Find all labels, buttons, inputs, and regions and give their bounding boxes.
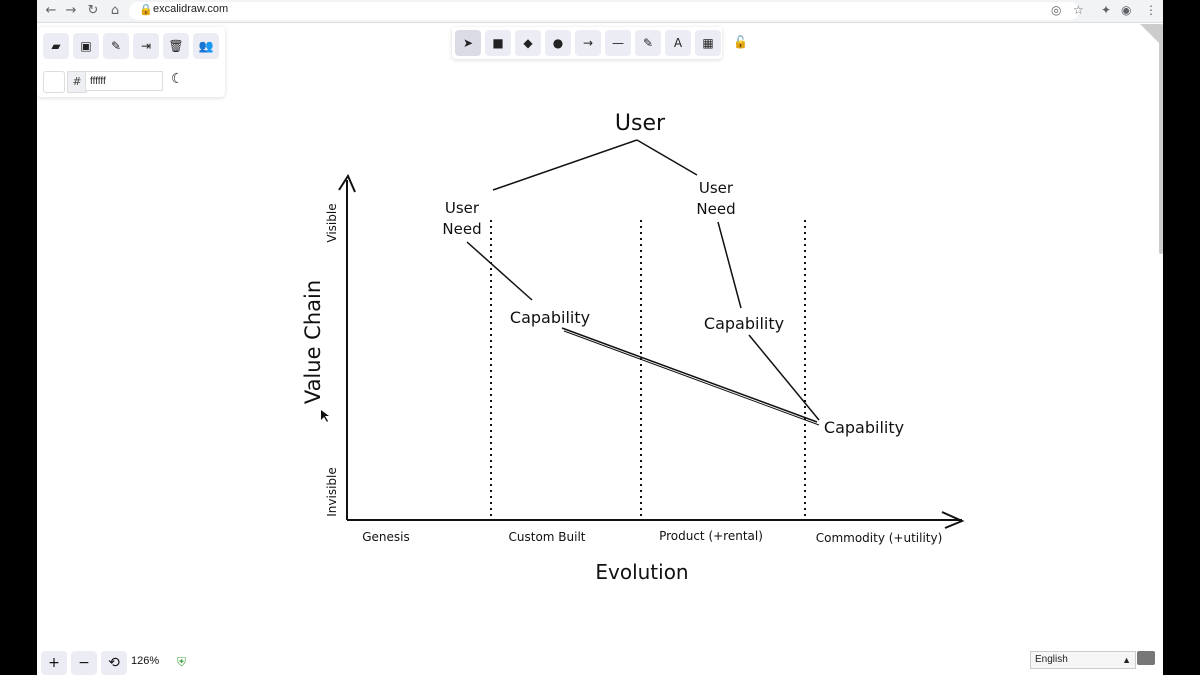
- lock-icon: 🔒: [139, 3, 153, 16]
- capability-product: Capability: [704, 314, 784, 333]
- scrollbar[interactable]: [1159, 24, 1163, 254]
- extensions-icon[interactable]: ✦: [1101, 3, 1112, 17]
- more-icon[interactable]: ⋮: [1145, 3, 1157, 17]
- browser-toolbar: ← → ↻ ⌂ 🔒 excalidraw.com ◎ ☆ ✦ ◉ ⋮: [37, 0, 1163, 23]
- background-color-swatch[interactable]: [43, 71, 65, 93]
- link-need-cap-right: [717, 221, 742, 309]
- evolution-label: Evolution: [595, 560, 688, 584]
- forward-icon[interactable]: →: [65, 3, 77, 18]
- link-cap-right-commodity: [748, 334, 820, 421]
- user-need-right-line1: User: [699, 179, 734, 197]
- lock-tool-icon[interactable]: 🔓: [733, 35, 748, 49]
- open-icon[interactable]: ▰: [43, 33, 69, 59]
- user-need-left-line1: User: [445, 199, 480, 217]
- visible-label: Visible: [325, 203, 339, 242]
- language-label: English: [1035, 654, 1068, 665]
- capability-commodity: Capability: [824, 418, 904, 437]
- star-icon[interactable]: ☆: [1073, 3, 1084, 17]
- zoom-in-button[interactable]: +: [41, 651, 67, 675]
- value-chain-label: Value Chain: [301, 280, 325, 404]
- home-icon[interactable]: ⌂: [110, 3, 120, 18]
- rectangle-tool-icon[interactable]: ■: [485, 30, 511, 56]
- selection-tool-icon[interactable]: ➤: [455, 30, 481, 56]
- pencil-tool-icon[interactable]: ✎: [635, 30, 661, 56]
- github-corner[interactable]: [1140, 24, 1160, 44]
- zoom-level: 126%: [131, 655, 160, 667]
- shape-toolbar: ➤ ■ ◆ ● → — ✎ A ▦: [452, 27, 722, 59]
- stage-product: Product (+rental): [659, 529, 763, 543]
- address-bar[interactable]: 🔒 excalidraw.com: [129, 2, 1079, 20]
- language-select[interactable]: English ▲: [1030, 651, 1136, 669]
- zoom-out-button[interactable]: −: [71, 651, 97, 675]
- background-color-input[interactable]: [85, 71, 163, 91]
- link-cap-left-commodity-sketch: [563, 330, 820, 426]
- user-need-right-line2: Need: [696, 200, 735, 218]
- stage-custom-built: Custom Built: [509, 530, 586, 544]
- zoom-controls: + − ⟲ 126% ⛨: [37, 647, 237, 675]
- collaborate-icon[interactable]: 👥: [193, 33, 219, 59]
- export-icon[interactable]: ⇥: [133, 33, 159, 59]
- drawing-canvas[interactable]: User User Need User Need Capability Capa…: [37, 0, 1163, 675]
- reset-zoom-button[interactable]: ⟲: [101, 651, 127, 675]
- reload-icon[interactable]: ↻: [87, 3, 99, 18]
- location-icon[interactable]: ◎: [1051, 3, 1062, 17]
- ellipse-tool-icon[interactable]: ●: [545, 30, 571, 56]
- chevron-down-icon: ▲: [1122, 655, 1131, 665]
- invisible-label: Invisible: [325, 467, 339, 517]
- url-text: excalidraw.com: [153, 3, 229, 15]
- profile-icon[interactable]: ◉: [1121, 3, 1132, 17]
- delete-icon[interactable]: 🗑: [163, 33, 189, 59]
- stage-genesis: Genesis: [362, 530, 410, 544]
- dark-mode-icon[interactable]: ☾: [171, 71, 184, 87]
- capability-custom: Capability: [510, 308, 590, 327]
- save-icon[interactable]: ▣: [73, 33, 99, 59]
- arrow-tool-icon[interactable]: →: [575, 30, 601, 56]
- save-as-icon[interactable]: ✎: [103, 33, 129, 59]
- back-icon[interactable]: ←: [45, 3, 57, 18]
- line-tool-icon[interactable]: —: [605, 30, 631, 56]
- main-menu-panel: ▰ ▣ ✎ ⇥ 🗑 👥 # ☾: [37, 27, 225, 97]
- link-cap-left-commodity: [561, 327, 818, 423]
- x-axis-arrow: [941, 511, 965, 529]
- user-need-left-line2: Need: [442, 220, 481, 238]
- shield-icon: ⛨: [177, 655, 187, 669]
- y-axis-arrow: [338, 173, 356, 193]
- link-user-need-left: [492, 139, 638, 191]
- keyboard-icon[interactable]: [1137, 651, 1155, 665]
- stage-commodity: Commodity (+utility): [816, 531, 943, 545]
- user-label: User: [615, 111, 666, 136]
- browser-window: ← → ↻ ⌂ 🔒 excalidraw.com ◎ ☆ ✦ ◉ ⋮ Use: [37, 0, 1163, 675]
- hash-label: #: [67, 71, 87, 93]
- diamond-tool-icon[interactable]: ◆: [515, 30, 541, 56]
- link-user-need-right: [636, 139, 698, 176]
- link-need-cap-left: [466, 241, 533, 301]
- text-tool-icon[interactable]: A: [665, 30, 691, 56]
- mouse-cursor-icon: [321, 410, 329, 422]
- library-tool-icon[interactable]: ▦: [695, 30, 721, 56]
